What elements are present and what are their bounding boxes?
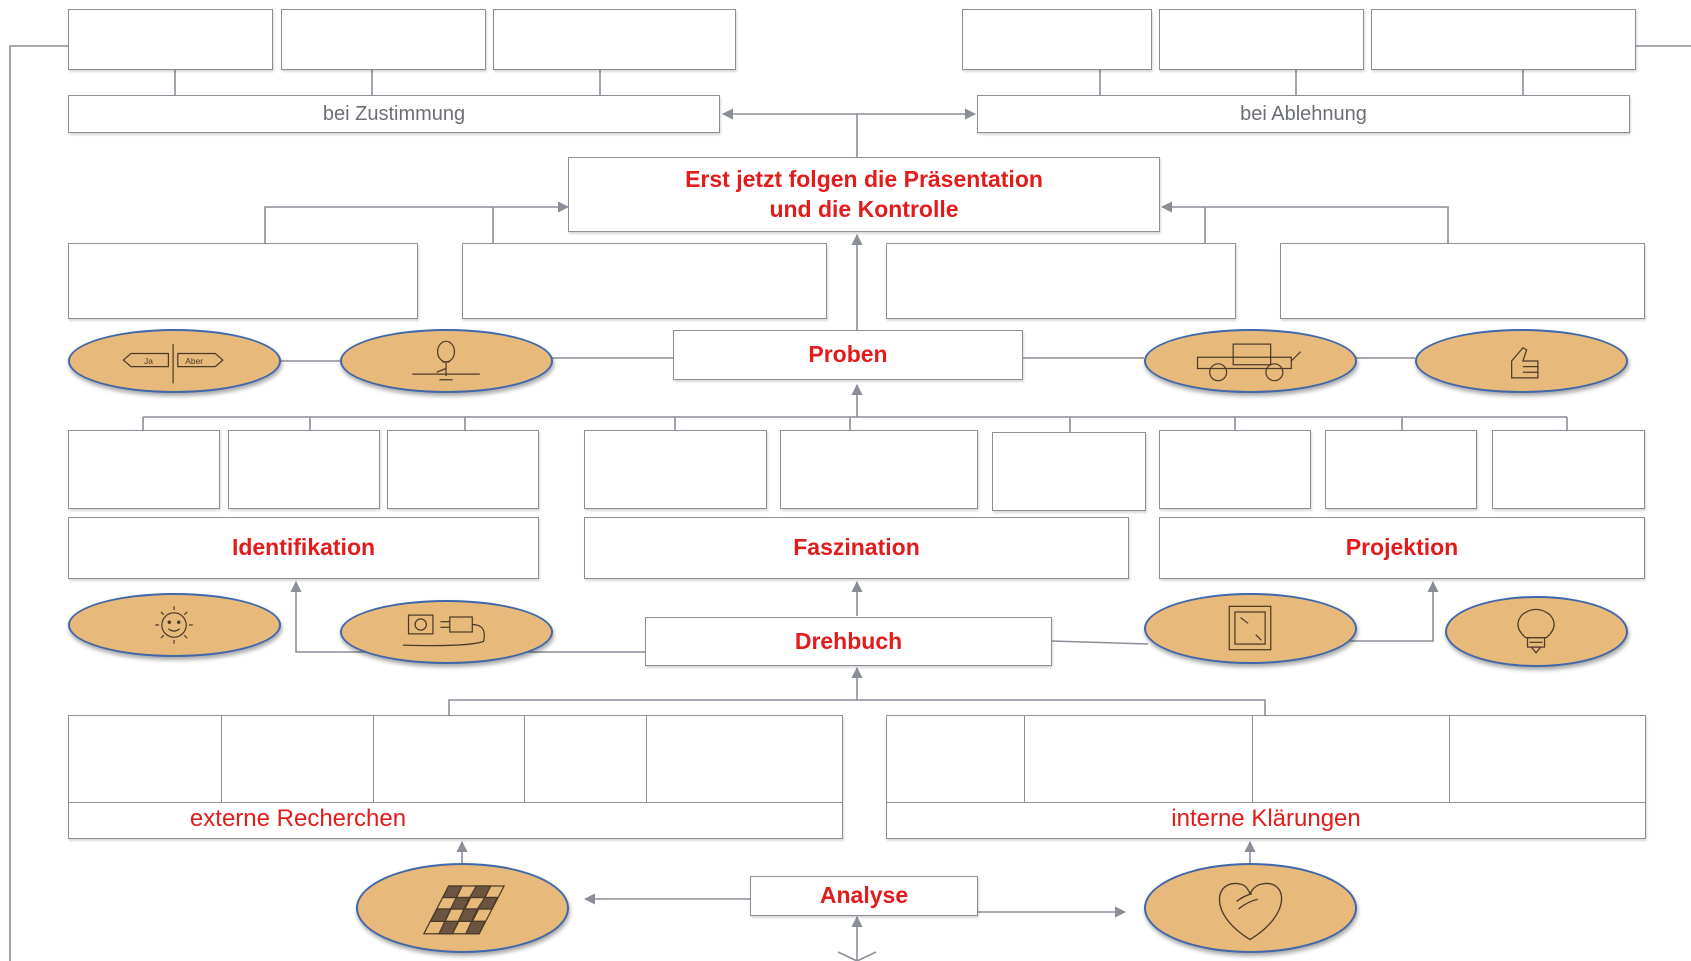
detail-box-3 bbox=[387, 430, 539, 509]
internal-box-1 bbox=[886, 715, 1025, 803]
faszination-label: Faszination bbox=[793, 534, 920, 561]
heart-oval bbox=[1144, 863, 1357, 953]
bulb-oval bbox=[1445, 596, 1628, 667]
external-box-2 bbox=[221, 715, 374, 803]
proben-label: Proben bbox=[808, 341, 888, 368]
plug-oval bbox=[340, 600, 553, 664]
top-right-box-1 bbox=[962, 9, 1152, 70]
internal-research-label: interne Klärungen bbox=[1171, 805, 1361, 832]
approval-box: bei Zustimmung bbox=[68, 95, 720, 133]
detail-box-9 bbox=[1492, 430, 1645, 509]
analyse-label: Analyse bbox=[819, 882, 909, 909]
result-box-3 bbox=[886, 243, 1236, 319]
result-box-4 bbox=[1280, 243, 1645, 319]
proben-box: Proben bbox=[673, 330, 1023, 380]
detail-box-1 bbox=[68, 430, 220, 509]
presentation-line-2: und die Kontrolle bbox=[769, 195, 959, 222]
presentation-line-1: Erst jetzt folgen die Präsentation bbox=[685, 165, 1043, 192]
analyse-box: Analyse bbox=[750, 876, 978, 916]
approval-label: bei Zustimmung bbox=[322, 102, 466, 125]
drehbuch-label: Drehbuch bbox=[794, 627, 903, 654]
internal-box-4 bbox=[1449, 715, 1646, 803]
identifikation-box: Identifikation bbox=[68, 517, 539, 579]
detail-box-5 bbox=[780, 430, 978, 509]
signpost-left-text: Ja bbox=[144, 356, 153, 366]
top-right-box-2 bbox=[1159, 9, 1364, 70]
signpost-oval: Ja Aber bbox=[68, 329, 281, 393]
light-bulb-icon bbox=[1517, 608, 1555, 654]
external-research-group: externe Recherchen bbox=[68, 715, 843, 839]
external-box-1 bbox=[68, 715, 222, 803]
external-research-label: externe Recherchen bbox=[189, 805, 407, 832]
external-box-5 bbox=[646, 715, 843, 803]
checkerboard-oval bbox=[356, 863, 569, 953]
internal-research-group: interne Klärungen bbox=[886, 715, 1646, 839]
external-box-3 bbox=[373, 715, 525, 803]
thumbs-up-icon bbox=[1511, 347, 1539, 379]
rejection-label: bei Ablehnung bbox=[1240, 102, 1367, 125]
top-right-box-3 bbox=[1371, 9, 1636, 70]
internal-box-2 bbox=[1024, 715, 1253, 803]
top-left-box-3 bbox=[493, 9, 736, 70]
bulb-figure-oval bbox=[340, 329, 553, 393]
identifikation-label: Identifikation bbox=[231, 534, 376, 561]
detail-box-8 bbox=[1325, 430, 1477, 509]
power-plug-icon bbox=[402, 614, 485, 647]
result-box-2 bbox=[462, 243, 827, 319]
top-left-box-1 bbox=[68, 9, 273, 70]
detail-box-6 bbox=[992, 432, 1146, 511]
result-box-1 bbox=[68, 243, 418, 319]
frame-oval bbox=[1144, 593, 1357, 664]
checkerboard-icon bbox=[422, 885, 506, 935]
sun-icon bbox=[155, 606, 193, 644]
projektion-box: Projektion bbox=[1159, 517, 1645, 579]
sun-oval bbox=[68, 593, 281, 657]
tractor-icon bbox=[1196, 343, 1302, 382]
detail-box-2 bbox=[228, 430, 380, 509]
faszination-box: Faszination bbox=[584, 517, 1129, 579]
top-left-box-2 bbox=[281, 9, 486, 70]
lightbulb-figure-icon bbox=[412, 340, 480, 381]
tractor-oval bbox=[1144, 329, 1357, 393]
signpost-icon: Ja Aber bbox=[122, 344, 224, 384]
internal-box-3 bbox=[1252, 715, 1450, 803]
presentation-box: Erst jetzt folgen die Präsentation und d… bbox=[568, 157, 1160, 232]
external-box-4 bbox=[524, 715, 647, 803]
detail-box-4 bbox=[584, 430, 767, 509]
rejection-box: bei Ablehnung bbox=[977, 95, 1630, 133]
frame-icon bbox=[1228, 605, 1272, 651]
detail-box-7 bbox=[1159, 430, 1311, 509]
signpost-right-text: Aber bbox=[185, 356, 203, 366]
thumbs-up-oval bbox=[1415, 329, 1628, 393]
drehbuch-box: Drehbuch bbox=[645, 617, 1052, 666]
heart-icon bbox=[1218, 882, 1283, 941]
projektion-label: Projektion bbox=[1345, 534, 1459, 561]
